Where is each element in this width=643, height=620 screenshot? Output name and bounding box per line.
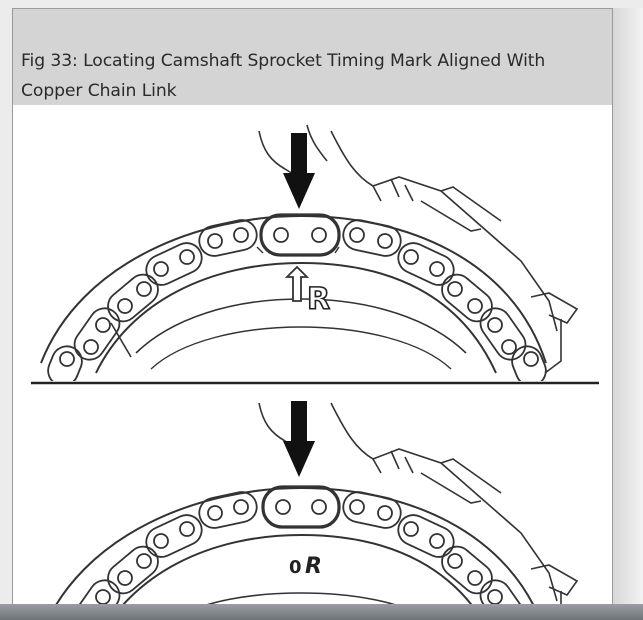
upper-housing bbox=[258, 124, 579, 374]
lower-chain bbox=[73, 485, 527, 605]
timing-diagram: R bbox=[31, 124, 599, 605]
lower-copper-link bbox=[261, 485, 341, 529]
figure-panel: Fig 33: Locating Camshaft Sprocket Timin… bbox=[12, 8, 613, 606]
upper-view: R bbox=[40, 124, 579, 381]
arrow-down-icon bbox=[283, 133, 315, 209]
upper-copper-link bbox=[259, 213, 341, 257]
arrow-down-icon bbox=[283, 401, 315, 477]
caption-line-1: Fig 33: Locating Camshaft Sprocket Timin… bbox=[21, 51, 546, 71]
figure-caption: Fig 33: Locating Camshaft Sprocket Timin… bbox=[13, 9, 612, 105]
arrow-up-icon bbox=[284, 265, 310, 302]
scroll-edge bbox=[613, 8, 643, 604]
lower-view: 0 R bbox=[54, 401, 579, 605]
lower-timing-mark-prefix: 0 bbox=[289, 557, 302, 578]
upper-chain bbox=[47, 213, 547, 381]
lower-timing-mark: R bbox=[305, 554, 322, 579]
upper-timing-mark: R bbox=[307, 282, 330, 317]
bottom-bar bbox=[0, 604, 643, 620]
upper-sprocket-inner bbox=[95, 261, 497, 374]
lower-sprocket-inner bbox=[121, 533, 473, 605]
caption-line-2: Copper Chain Link bbox=[21, 81, 177, 101]
lower-housing bbox=[258, 402, 579, 605]
